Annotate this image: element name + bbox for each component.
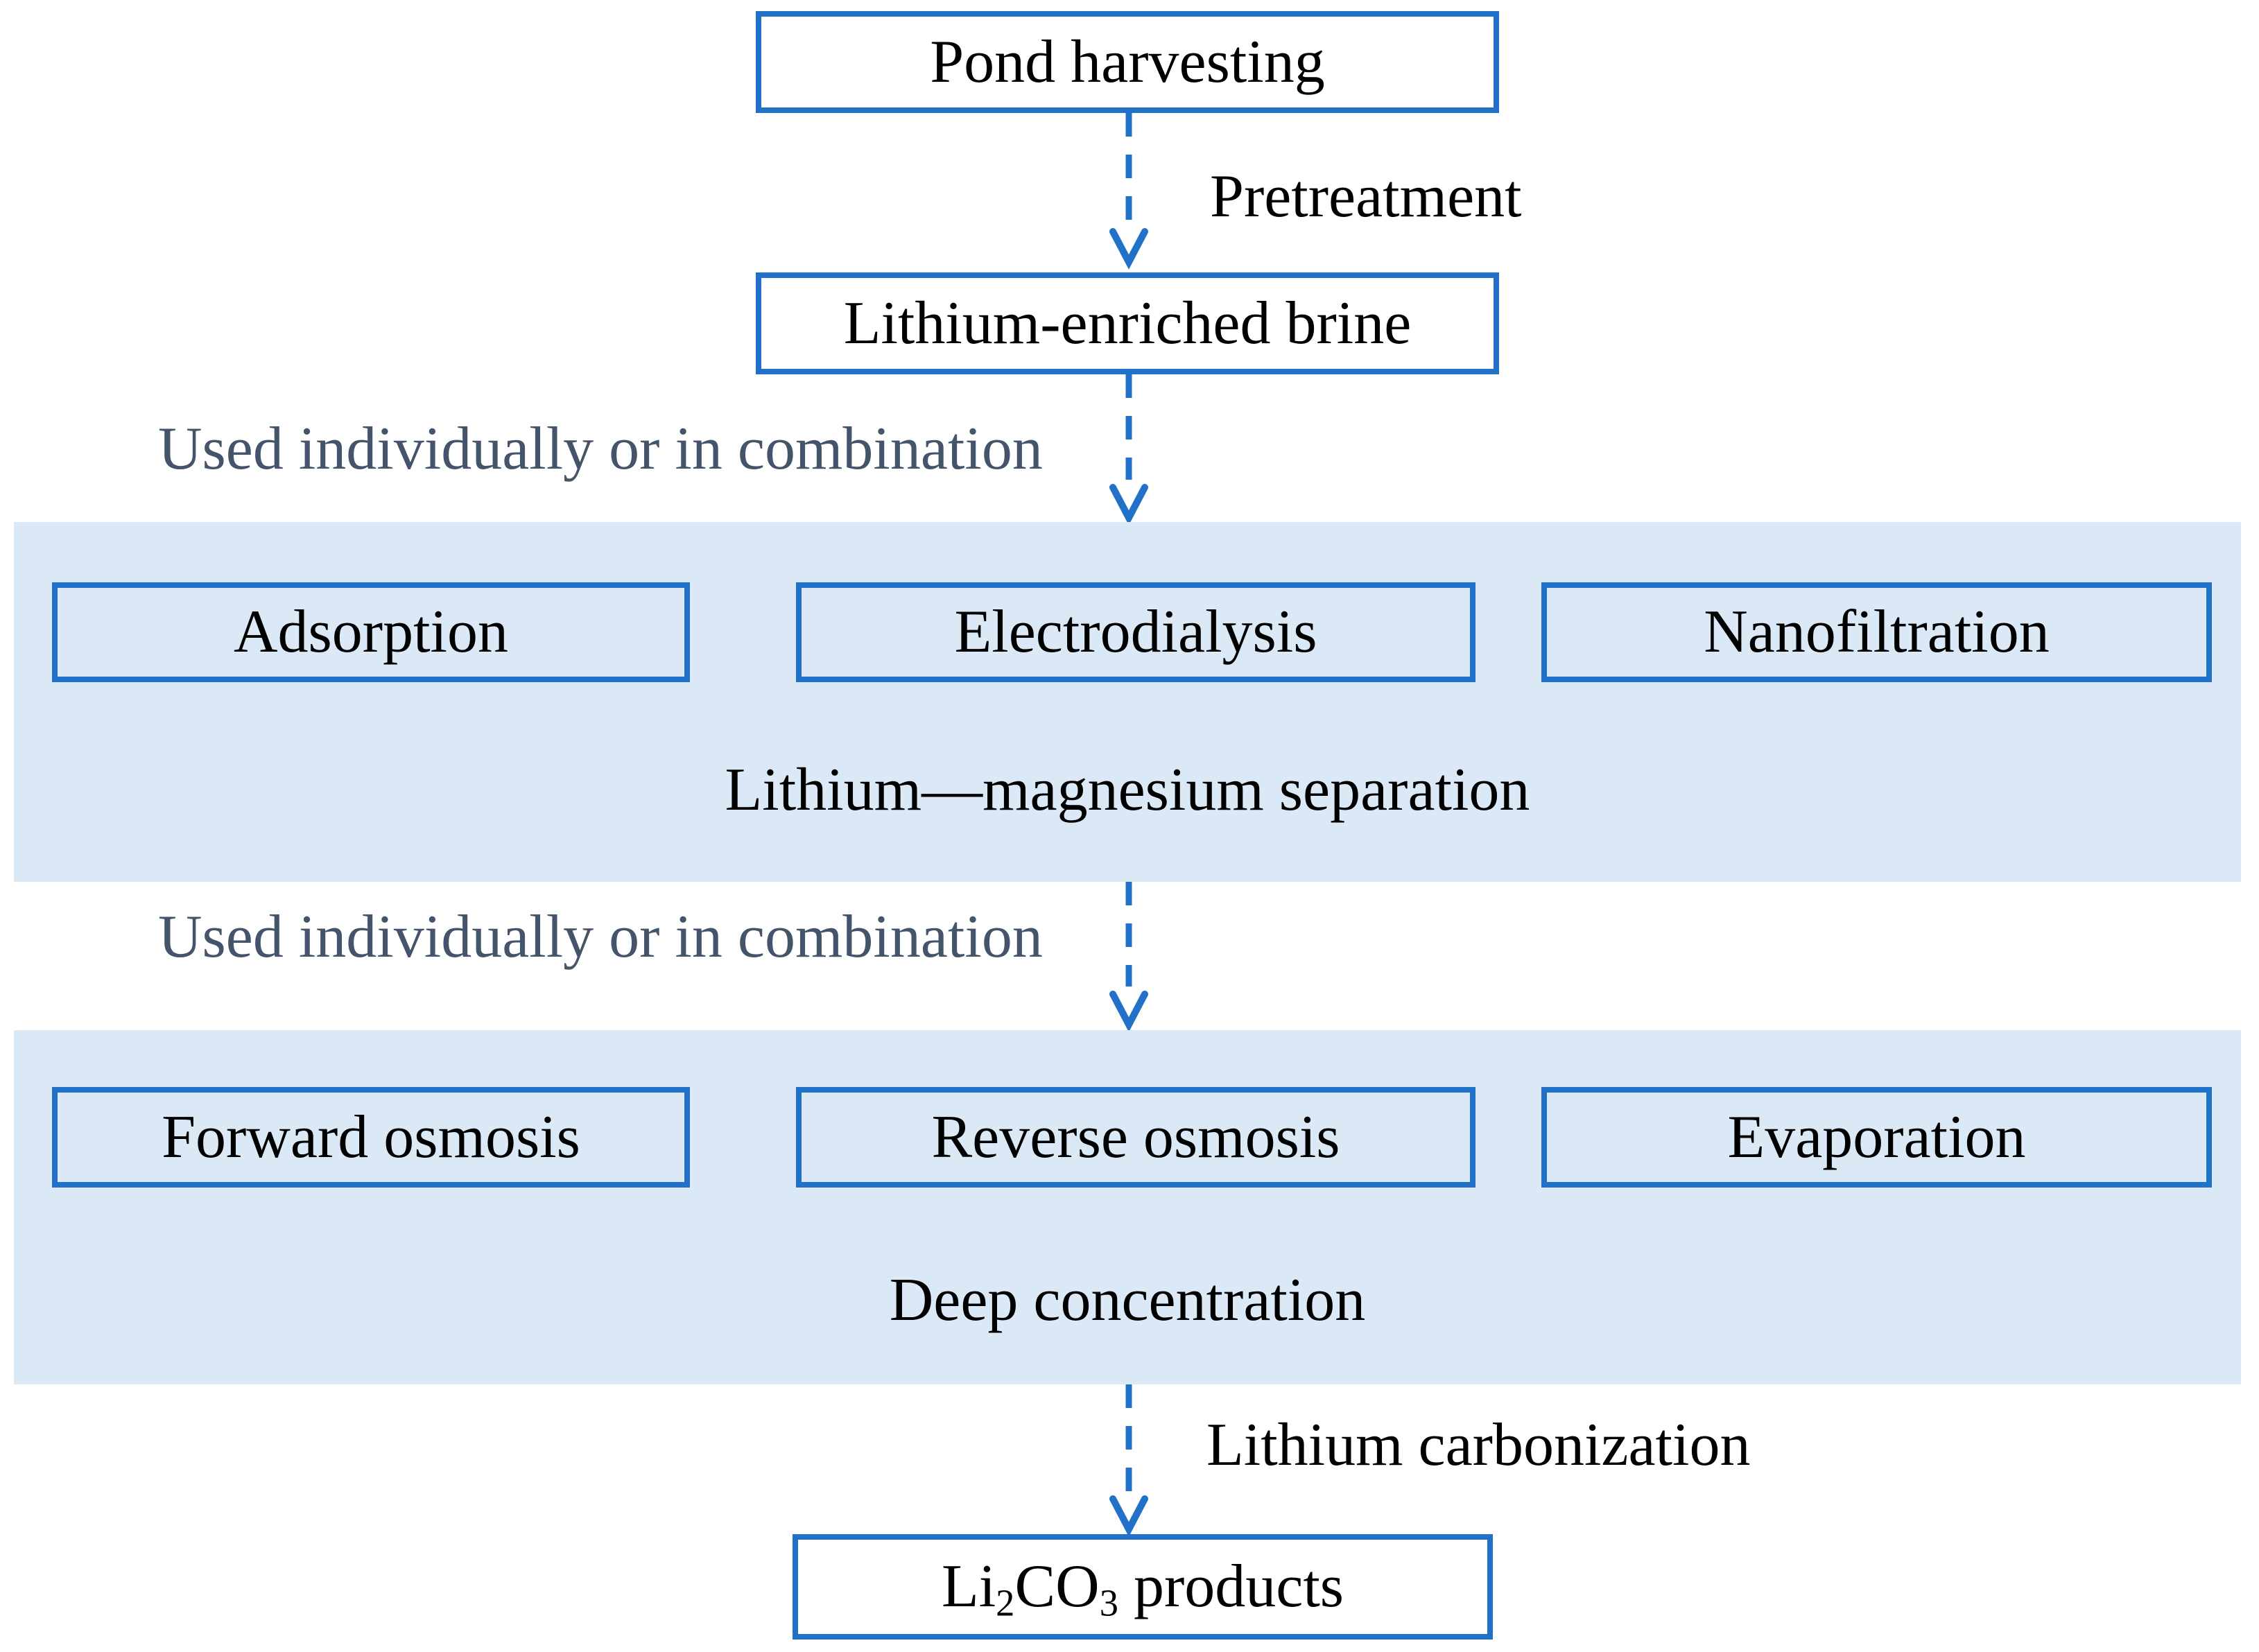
node-lithium-enriched-brine: Lithium-enriched brine [756,272,1499,374]
node-forward-osmosis-label: Forward osmosis [162,1103,580,1171]
label-combination-bottom: Used individually or in combination [158,903,1043,971]
node-li2co3-products: Li2CO3 products [793,1534,1493,1640]
label-combination-top: Used individually or in combination [158,415,1043,482]
formula-sub-3: 3 [1099,1581,1118,1624]
node-evaporation: Evaporation [1541,1087,2212,1188]
caption-lithium-magnesium-separation: Lithium—magnesium separation [725,756,1530,824]
label-pretreatment: Pretreatment [1210,163,1522,230]
node-adsorption-label: Adsorption [234,598,508,666]
node-electrodialysis: Electrodialysis [796,582,1475,682]
label-lithium-carbonization: Lithium carbonization [1206,1411,1751,1479]
node-electrodialysis-label: Electrodialysis [954,598,1317,666]
node-evaporation-label: Evaporation [1727,1103,2026,1171]
node-nanofiltration-label: Nanofiltration [1704,598,2050,666]
node-reverse-osmosis: Reverse osmosis [796,1087,1475,1188]
pretreatment-dashed-arrow-icon [1109,113,1148,270]
li2co3-formula: Li2CO3 products [941,1553,1344,1622]
node-reverse-osmosis-label: Reverse osmosis [931,1103,1340,1171]
combination-top-dashed-arrow-icon [1109,374,1148,525]
panel-deep-concentration: Forward osmosis Reverse osmosis Evaporat… [14,1030,2241,1384]
node-forward-osmosis: Forward osmosis [52,1087,690,1188]
node-lithium-enriched-brine-label: Lithium-enriched brine [843,289,1412,357]
formula-co: CO [1014,1553,1100,1620]
formula-li: Li [941,1553,996,1620]
combination-bottom-dashed-arrow-icon [1109,882,1148,1032]
formula-sub-2: 2 [996,1581,1015,1624]
node-adsorption: Adsorption [52,582,690,682]
node-pond-harvesting-label: Pond harvesting [930,28,1325,96]
node-pond-harvesting: Pond harvesting [756,11,1499,113]
formula-products-suffix: products [1118,1553,1344,1620]
node-nanofiltration: Nanofiltration [1541,582,2212,682]
panel-lithium-magnesium-separation: Adsorption Electrodialysis Nanofiltratio… [14,522,2241,882]
caption-deep-concentration: Deep concentration [889,1267,1366,1334]
carbonization-dashed-arrow-icon [1109,1384,1148,1537]
